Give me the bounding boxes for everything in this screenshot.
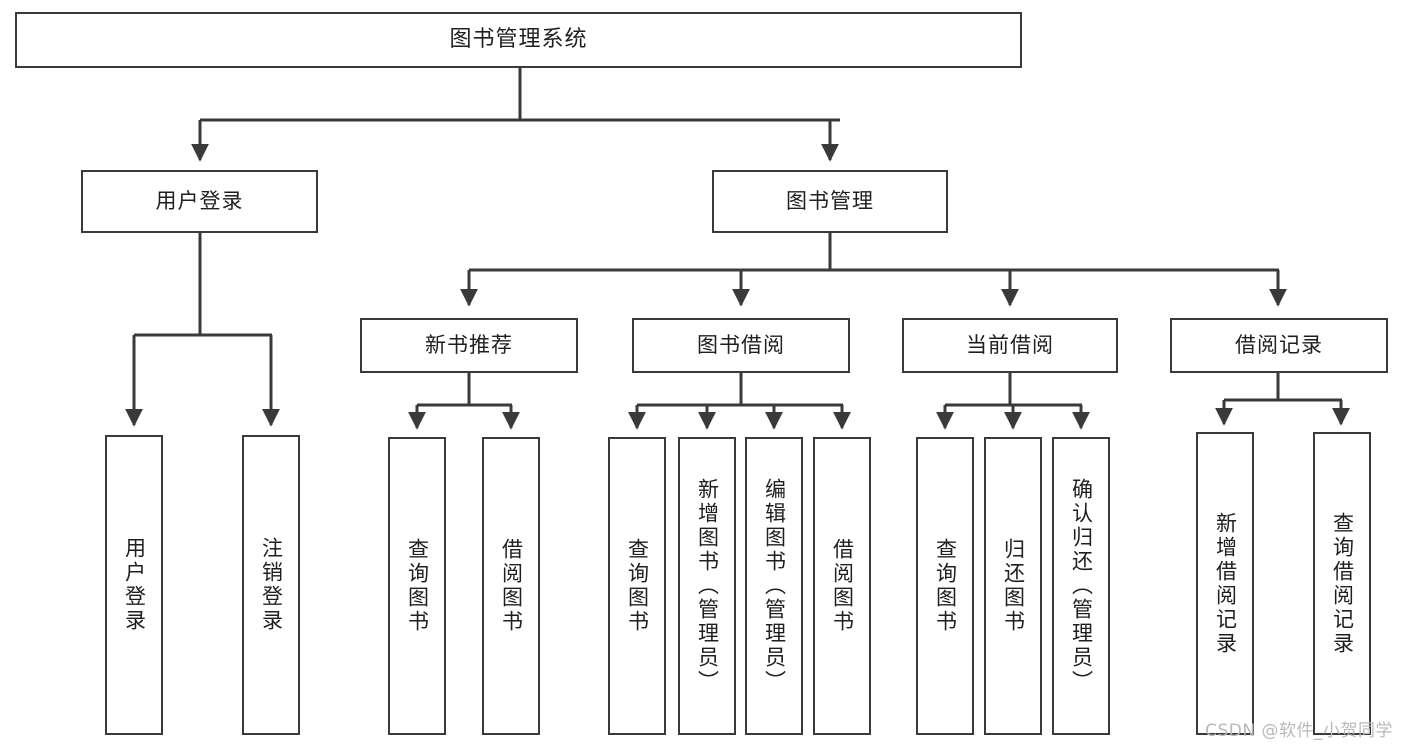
node-leaf-user-login[interactable]: 用户登录 bbox=[105, 435, 163, 735]
node-leaf-query-record[interactable]: 查询借阅记录 bbox=[1313, 432, 1371, 735]
node-leaf-add-book-label: 新增图书（管理员） bbox=[695, 478, 720, 694]
node-leaf-return-book-label: 归还图书 bbox=[1001, 538, 1026, 634]
node-leaf-query-book-2-label: 查询图书 bbox=[625, 538, 650, 634]
node-leaf-user-login-label: 用户登录 bbox=[122, 537, 147, 633]
node-leaf-add-book[interactable]: 新增图书（管理员） bbox=[678, 437, 736, 735]
node-borrow-record[interactable]: 借阅记录 bbox=[1170, 318, 1388, 373]
node-leaf-query-book-1-label: 查询图书 bbox=[405, 538, 430, 634]
node-book-borrow[interactable]: 图书借阅 bbox=[632, 318, 850, 373]
node-leaf-edit-book-label: 编辑图书（管理员） bbox=[762, 478, 787, 694]
node-leaf-confirm-return[interactable]: 确认归还（管理员） bbox=[1052, 437, 1110, 735]
node-leaf-borrow-book-2[interactable]: 借阅图书 bbox=[813, 437, 871, 735]
node-leaf-query-record-label: 查询借阅记录 bbox=[1330, 511, 1355, 656]
node-leaf-query-book-1[interactable]: 查询图书 bbox=[388, 437, 446, 735]
node-user-login-label: 用户登录 bbox=[155, 189, 244, 214]
node-leaf-query-book-3-label: 查询图书 bbox=[933, 538, 958, 634]
watermark-text: CSDN @软件_小贺同学 bbox=[1205, 721, 1393, 741]
node-leaf-query-book-2[interactable]: 查询图书 bbox=[608, 437, 666, 735]
node-leaf-query-book-3[interactable]: 查询图书 bbox=[916, 437, 974, 735]
node-current-borrow-label: 当前借阅 bbox=[966, 333, 1054, 358]
node-new-book-recommend-label: 新书推荐 bbox=[425, 333, 513, 358]
node-root-label: 图书管理系统 bbox=[449, 27, 588, 53]
node-leaf-borrow-book-1-label: 借阅图书 bbox=[499, 538, 524, 634]
node-book-manage[interactable]: 图书管理 bbox=[712, 170, 948, 233]
node-leaf-return-book[interactable]: 归还图书 bbox=[984, 437, 1042, 735]
node-user-login[interactable]: 用户登录 bbox=[81, 170, 318, 233]
node-leaf-confirm-return-label: 确认归还（管理员） bbox=[1069, 478, 1094, 694]
node-root[interactable]: 图书管理系统 bbox=[15, 12, 1022, 68]
node-leaf-edit-book[interactable]: 编辑图书（管理员） bbox=[745, 437, 803, 735]
node-leaf-borrow-book-1[interactable]: 借阅图书 bbox=[482, 437, 540, 735]
node-book-manage-label: 图书管理 bbox=[786, 189, 874, 214]
node-new-book-recommend[interactable]: 新书推荐 bbox=[360, 318, 578, 373]
node-borrow-record-label: 借阅记录 bbox=[1235, 333, 1323, 358]
node-leaf-logout-login[interactable]: 注销登录 bbox=[242, 435, 300, 735]
node-leaf-add-record[interactable]: 新增借阅记录 bbox=[1196, 432, 1254, 735]
node-current-borrow[interactable]: 当前借阅 bbox=[902, 318, 1118, 373]
node-leaf-borrow-book-2-label: 借阅图书 bbox=[830, 538, 855, 634]
node-leaf-add-record-label: 新增借阅记录 bbox=[1213, 511, 1238, 656]
node-leaf-logout-login-label: 注销登录 bbox=[259, 537, 284, 633]
node-book-borrow-label: 图书借阅 bbox=[697, 333, 785, 358]
